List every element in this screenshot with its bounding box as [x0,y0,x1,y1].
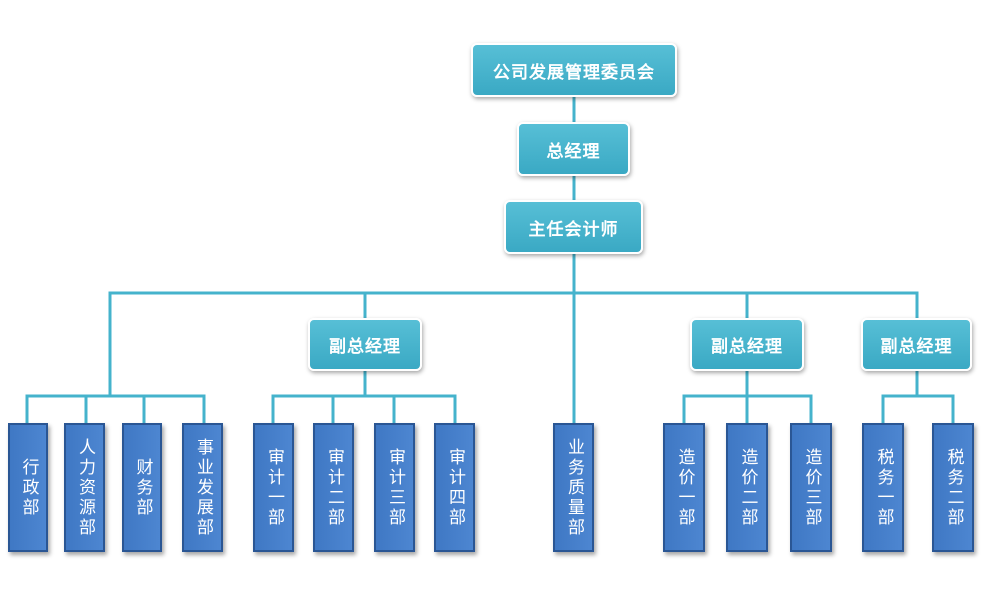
department-audit-3: 审计三部 [374,423,415,552]
department-quality: 业务质量部 [553,423,594,552]
department-tax-2: 税务二部 [932,423,974,552]
department-admin: 行政部 [8,423,48,552]
department-cost-1: 造价一部 [663,423,705,552]
department-tax-1: 税务一部 [862,423,904,552]
department-audit-2: 审计二部 [313,423,354,552]
department-finance: 财务部 [122,423,162,552]
department-cost-2: 造价二部 [726,423,768,552]
deputy-manager-box-3: 副总经理 [861,318,972,371]
committee-box: 公司发展管理委员会 [471,43,677,97]
general-manager-box: 总经理 [517,122,630,176]
chief-accountant-box: 主任会计师 [504,200,643,254]
department-audit-4: 审计四部 [434,423,475,552]
department-business-development: 事业发展部 [182,423,223,552]
deputy-manager-box-2: 副总经理 [690,318,804,371]
department-hr: 人力资源部 [64,423,105,552]
deputy-manager-box-1: 副总经理 [308,318,422,371]
department-cost-3: 造价三部 [790,423,832,552]
department-audit-1: 审计一部 [253,423,294,552]
